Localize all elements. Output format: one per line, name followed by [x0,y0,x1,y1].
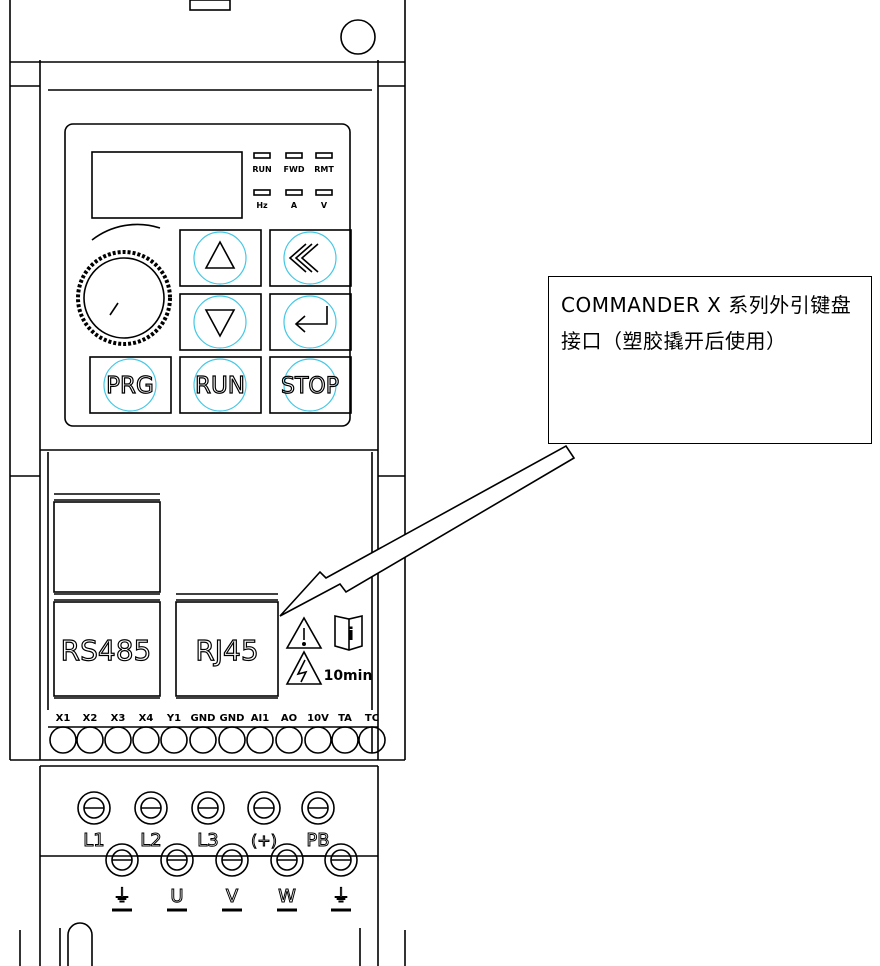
terminal-ai1: AI1 [251,713,269,724]
terminal-pb: PB [306,830,329,851]
terminal-y1: Y1 [166,713,181,724]
enter-arrow-icon [294,306,328,333]
terminal-w: W [278,886,296,907]
electric-shock-icon [285,650,323,685]
keypad-interface-callout: COMMANDER X 系列外引键盘接口（塑胶撬开后使用） [548,276,872,444]
control-terminal-labels: X1 X2 X3 X4 Y1 GND GND AI1 AO 10V TA TC [56,713,379,724]
rs485-label: RS485 [61,634,152,667]
terminal-x1: X1 [56,713,71,724]
terminal-ao: AO [281,713,297,724]
terminal-v: V [226,886,239,907]
led-display [91,151,243,219]
terminal-gnd-1: GND [191,713,216,724]
rj45-port [175,601,279,697]
prg-key[interactable]: PRG [106,372,155,399]
terminal-l2: L2 [140,830,161,851]
callout-arrow [279,444,576,617]
terminal-u: U [170,886,183,907]
terminal-ta: TA [338,713,352,724]
up-arrow-icon [204,240,236,269]
terminal-l1: L1 [83,830,104,851]
warning-triangle-icon [285,616,323,649]
up-key-frame [179,229,262,287]
keypad-panel [64,123,351,427]
down-arrow-icon [204,309,236,338]
fast-back-icon [288,243,319,273]
terminal-gnd-2: GND [220,713,245,724]
terminal-l3: L3 [197,830,218,851]
led-label-fwd: FWD [284,165,305,174]
rj45-label: RJ45 [195,634,258,667]
manual-info-glyph: i [348,624,354,645]
potentiometer-knob [76,250,172,346]
terminal-x4: X4 [139,713,154,724]
warning-time-label: 10min [324,668,373,684]
led-label-a: A [291,201,298,210]
led-label-hz: Hz [256,201,268,210]
mounting-hole [340,19,376,55]
terminal-tc: TC [365,713,379,724]
terminal-x3: X3 [111,713,126,724]
rs485-port [53,601,161,697]
terminal-ground-left: ⏚ [113,886,131,907]
callout-text: COMMANDER X 系列外引键盘接口（塑胶撬开后使用） [561,293,852,353]
control-terminal-screws [49,726,386,754]
terminal-x2: X2 [83,713,98,724]
terminal-10v: 10V [307,713,329,724]
stop-key[interactable]: STOP [280,373,339,399]
power-terminal-labels: L1 L2 L3 (+) PB ⏚ U V W ⏚ [83,830,351,908]
led-label-v: V [321,201,328,210]
run-key[interactable]: RUN [194,372,245,399]
terminal-plus: (+) [251,831,277,850]
led-label-run: RUN [252,165,271,174]
terminal-ground-right: ⏚ [332,886,350,907]
led-label-rmt: RMT [314,165,334,174]
